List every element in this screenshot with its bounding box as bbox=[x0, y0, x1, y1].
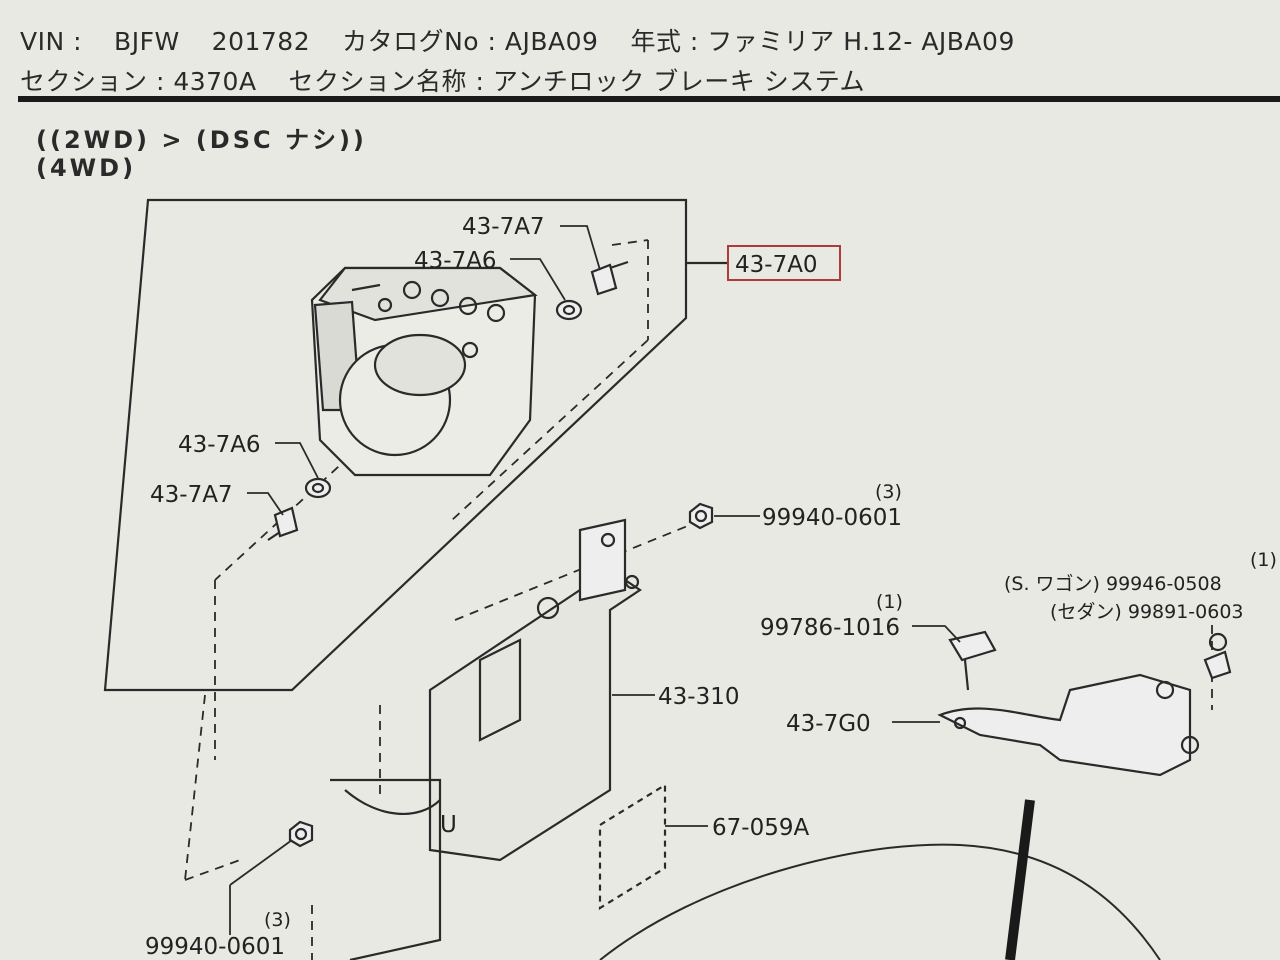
label-plate-part bbox=[598, 783, 667, 910]
header-row-vin: VIN : BJFW 201782 カタログNo : AJBA09 年式 : ファミリア… bbox=[20, 22, 1015, 58]
dash-upper-diag bbox=[454, 524, 691, 621]
leader-7a7-left bbox=[247, 492, 284, 516]
label-bolt-right: 99786-1016 bbox=[760, 615, 900, 641]
model-year: 年式 : ファミリア H.12- AJBA09 bbox=[630, 27, 1015, 56]
label-nut-top-qty: (3) bbox=[875, 481, 902, 503]
nut-bottom-part bbox=[288, 820, 314, 848]
leader-bolt-right bbox=[912, 625, 961, 643]
catalog-number: カタログNo : AJBA09 bbox=[342, 27, 599, 56]
leader-7a6-left bbox=[275, 442, 319, 479]
condition-2wd: ((2WD) > (DSC ナシ)) bbox=[36, 126, 367, 154]
bolt-left-part bbox=[267, 506, 299, 541]
bolt-right-part bbox=[948, 630, 997, 691]
sensor-part bbox=[937, 632, 1232, 777]
header-row-section: セクション : 4370A セクション名称 : アンチロック ブレーキ システム bbox=[20, 62, 865, 98]
label-nut-bottom-qty: (3) bbox=[264, 909, 291, 931]
vehicle-body-outline bbox=[599, 843, 1161, 960]
vin-model: BJFW bbox=[114, 27, 180, 56]
dash-bracket-left bbox=[184, 694, 206, 881]
label-nut-bottom: 99940-0601 bbox=[145, 934, 285, 960]
washer-left-part bbox=[304, 477, 332, 499]
label-plate: 67-059A bbox=[712, 815, 809, 841]
nut-top-part bbox=[688, 502, 714, 530]
dash-right-diag bbox=[451, 339, 649, 521]
vin-number: 201782 bbox=[211, 27, 311, 56]
label-nut-top: 99940-0601 bbox=[762, 505, 902, 531]
leader-7a6-top bbox=[510, 258, 566, 301]
vin-label: VIN : bbox=[20, 27, 83, 56]
section-code: セクション : 4370A bbox=[20, 67, 257, 96]
label-sensor: 43-7G0 bbox=[786, 711, 871, 737]
label-assembly: 43-7A0 bbox=[735, 252, 818, 278]
label-washer-left: 43-7A6 bbox=[178, 432, 261, 458]
bolt-top-part bbox=[590, 260, 629, 296]
label-washer-top: 43-7A6 bbox=[414, 248, 497, 274]
label-right-qty: (1) bbox=[1250, 549, 1277, 571]
leader-nut-bottom bbox=[229, 839, 293, 886]
svg-text:U: U bbox=[440, 812, 457, 838]
section-name: セクション名称 : アンチロック ブレーキ システム bbox=[288, 67, 866, 96]
label-sedan: (セダン) 99891-0603 bbox=[1050, 601, 1244, 623]
header-divider bbox=[18, 96, 1280, 102]
leader-7a7-top bbox=[560, 225, 601, 271]
dash-top-left bbox=[611, 239, 649, 246]
label-bolt-top: 43-7A7 bbox=[462, 214, 545, 240]
label-bolt-left: 43-7A7 bbox=[150, 482, 233, 508]
condition-4wd: (4WD) bbox=[36, 154, 137, 182]
dash-left-diag bbox=[214, 455, 351, 581]
brake-line bbox=[1005, 799, 1035, 960]
assembly-frame bbox=[103, 198, 688, 692]
label-bracket: 43-310 bbox=[658, 684, 739, 710]
abs-hcu-unit bbox=[310, 266, 538, 477]
washer-top-part bbox=[555, 299, 583, 321]
label-wagon: (S. ワゴン) 99946-0508 bbox=[1004, 573, 1222, 595]
bracket-part: U bbox=[330, 518, 642, 960]
label-bolt-right-qty: (1) bbox=[876, 591, 903, 613]
assembly-highlight-box bbox=[727, 245, 841, 281]
dash-bracket-bot bbox=[184, 859, 241, 881]
